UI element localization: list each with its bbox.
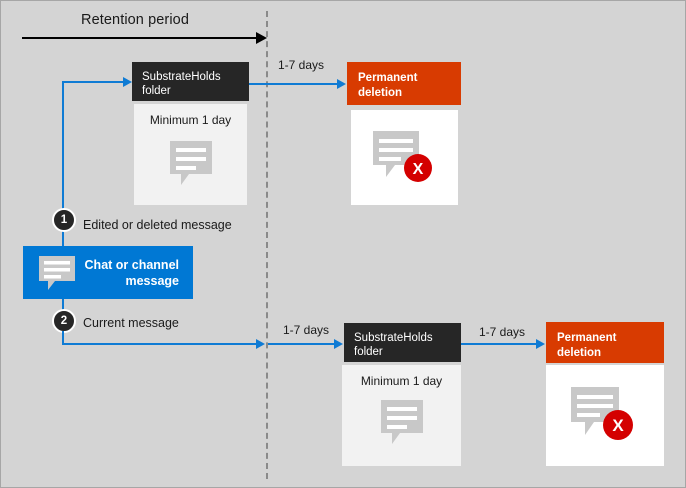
step-1-marker: 1 bbox=[52, 208, 76, 232]
chat-message-icon-wrap bbox=[23, 251, 79, 295]
bottom-transition-arrow-line bbox=[461, 343, 538, 345]
top-permanent-deletion-line1: Permanent bbox=[358, 72, 418, 84]
connector-vertical-edited bbox=[62, 81, 64, 248]
bottom-substrateholds-header-line1: SubstrateHolds bbox=[354, 332, 433, 344]
bottom-transition-arrow-head bbox=[536, 338, 545, 349]
connector-horizontal-edited bbox=[62, 81, 128, 83]
bottom-substrateholds-header: SubstrateHolds folder bbox=[344, 323, 461, 362]
top-substrateholds-header-line1: SubstrateHolds bbox=[142, 71, 221, 83]
bottom-permanent-deletion-line2: deletion bbox=[557, 346, 602, 359]
bottom-permanent-deletion-body: X bbox=[546, 365, 664, 466]
step-1-label: Edited or deleted message bbox=[83, 218, 232, 232]
message-icon bbox=[380, 400, 423, 444]
message-icon bbox=[169, 141, 212, 185]
bottom-to-holds-arrow-line bbox=[268, 343, 336, 345]
bottom-permanent-deletion-header: Permanent deletion bbox=[546, 322, 664, 363]
top-permanent-deletion-line2: deletion bbox=[358, 86, 403, 99]
top-permanent-deletion-body: X bbox=[351, 110, 458, 205]
top-transition-arrow-line bbox=[249, 83, 339, 85]
connector-vertical-current bbox=[62, 331, 64, 345]
step-2-label: Current message bbox=[83, 316, 179, 330]
bottom-substrateholds-header-line2: folder bbox=[354, 346, 383, 358]
bottom-permanent-deletion-line1: Permanent bbox=[557, 332, 617, 344]
bottom-to-holds-label: 1-7 days bbox=[283, 323, 330, 337]
top-substrateholds-minimum: Minimum 1 day bbox=[149, 113, 232, 127]
message-icon bbox=[39, 255, 75, 290]
retention-period-title: Retention period bbox=[81, 12, 190, 28]
svg-text:X: X bbox=[612, 416, 624, 435]
chat-or-channel-message-card: Chat or channel message bbox=[23, 246, 193, 299]
retention-period-arrow-line bbox=[22, 37, 260, 39]
retention-boundary-divider bbox=[266, 11, 268, 479]
chat-or-channel-message-label: Chat or channel message bbox=[84, 257, 179, 288]
top-transition-arrow-head bbox=[337, 78, 346, 89]
message-deleted-icon: X bbox=[372, 130, 432, 182]
step-2-marker: 2 bbox=[52, 309, 76, 333]
top-substrateholds-header: SubstrateHolds folder bbox=[132, 62, 249, 101]
step-1-number: 1 bbox=[60, 214, 68, 226]
step-2-number: 2 bbox=[60, 315, 68, 327]
retention-period-arrow-head bbox=[256, 32, 267, 44]
svg-text:X: X bbox=[412, 161, 423, 178]
top-substrateholds-header-line2: folder bbox=[142, 85, 171, 97]
top-permanent-deletion-header: Permanent deletion bbox=[347, 62, 461, 105]
top-transition-label: 1-7 days bbox=[278, 58, 325, 72]
bottom-transition-label: 1-7 days bbox=[479, 325, 526, 339]
bottom-to-holds-arrow-head bbox=[334, 338, 343, 349]
top-substrateholds-body: Minimum 1 day bbox=[134, 104, 247, 205]
connector-current-to-boundary-head bbox=[256, 338, 265, 349]
connector-arrowhead-edited bbox=[123, 76, 132, 87]
bottom-substrateholds-minimum: Minimum 1 day bbox=[360, 374, 443, 388]
bottom-substrateholds-body: Minimum 1 day bbox=[342, 365, 461, 466]
connector-source-to-step2 bbox=[62, 299, 64, 311]
message-deleted-icon: X bbox=[571, 386, 633, 440]
connector-current-to-boundary-line bbox=[62, 343, 258, 345]
